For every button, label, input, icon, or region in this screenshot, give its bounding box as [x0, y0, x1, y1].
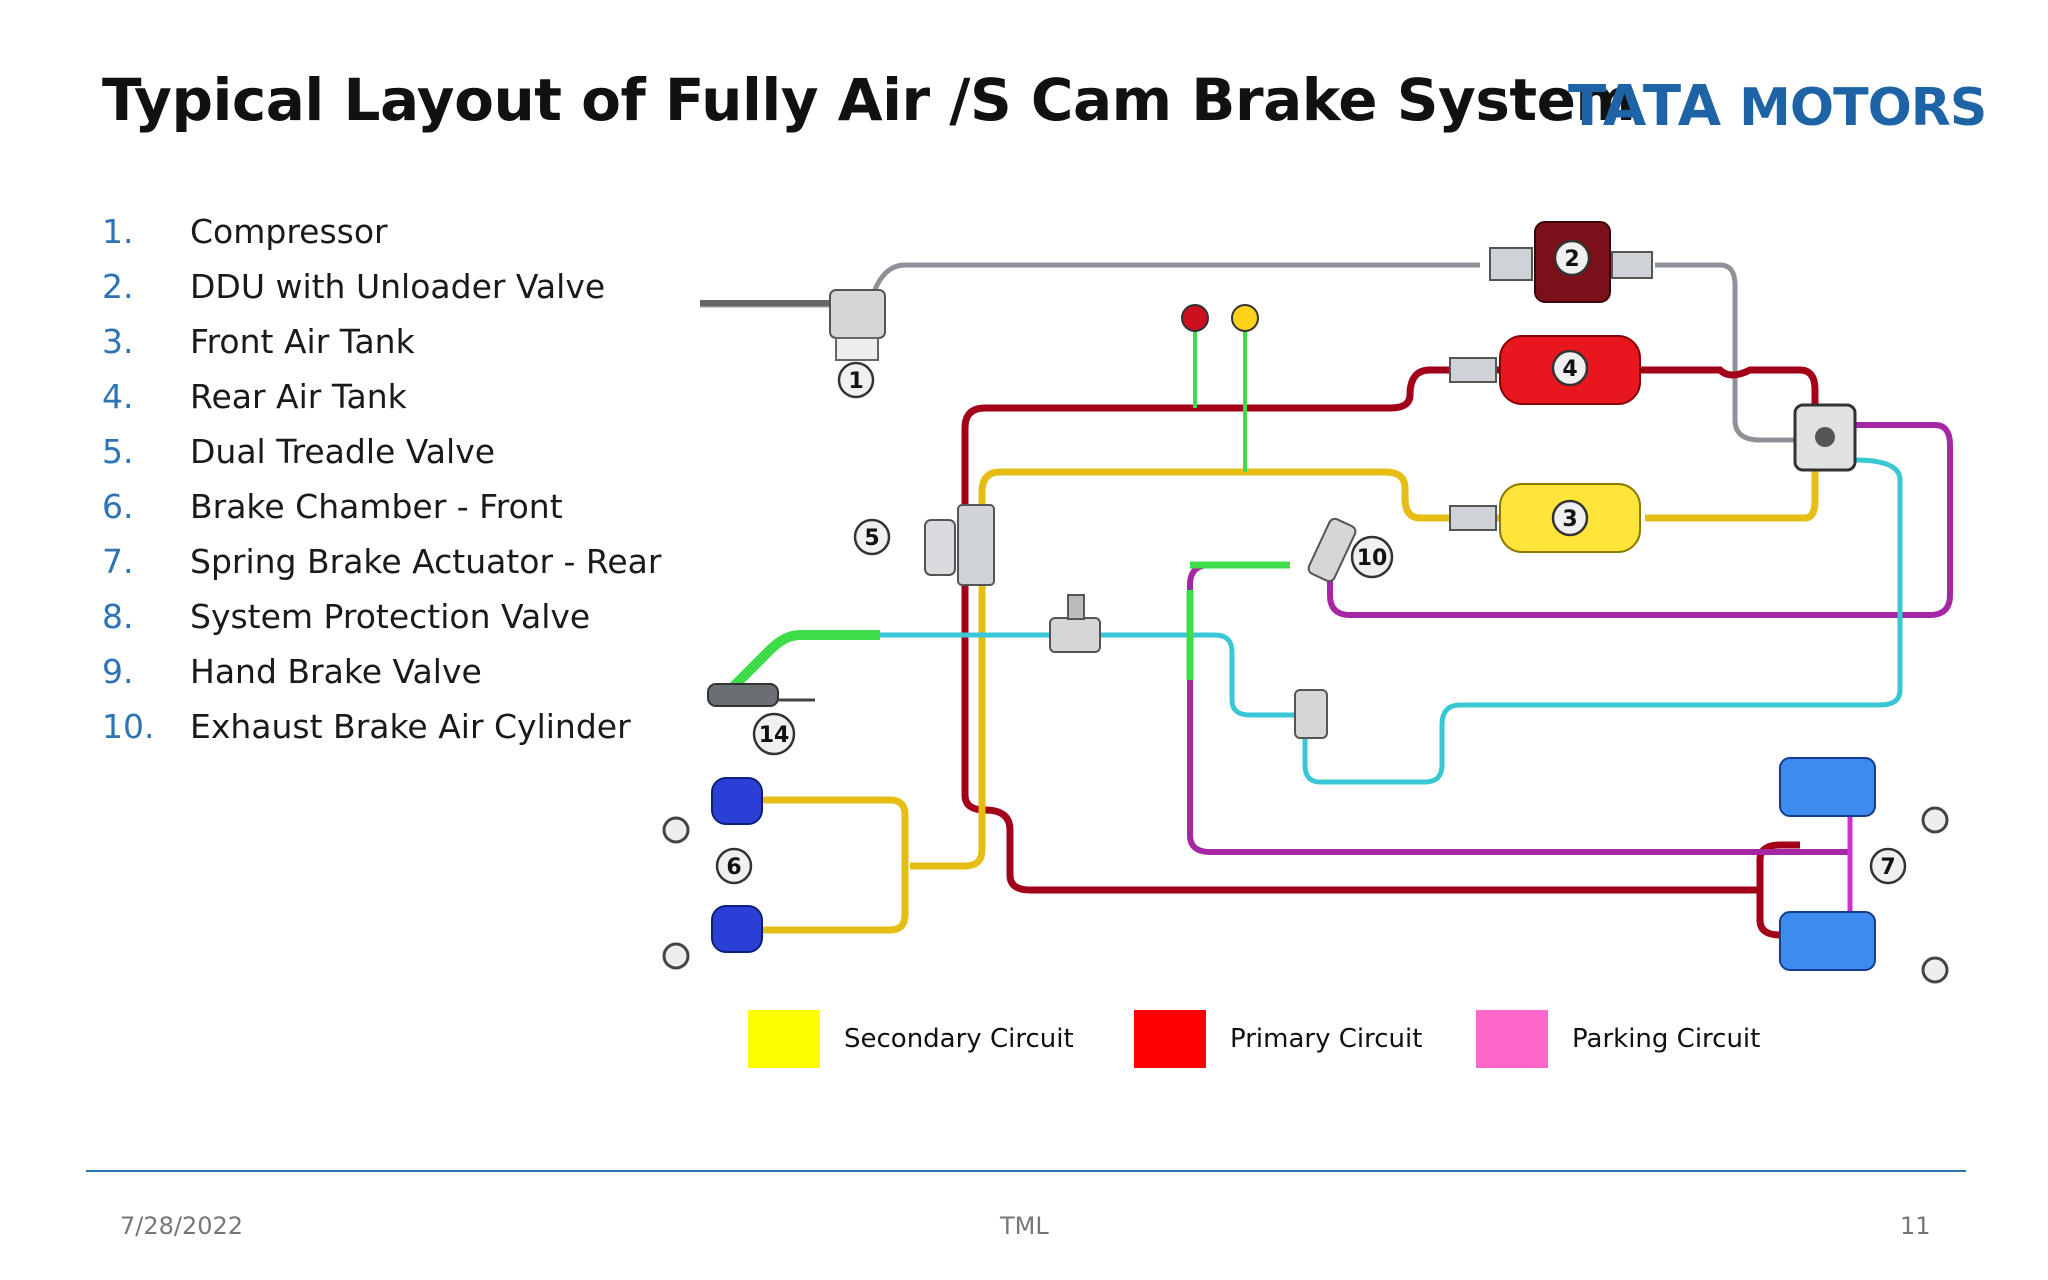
component-list: 1. Compressor 2. DDU with Unloader Valve 3…: [102, 208, 661, 758]
supply-line-out: [1655, 262, 1795, 443]
component-number: 1.: [102, 212, 134, 251]
component-number: 6.: [102, 487, 134, 526]
front-air-tank: [1449, 483, 1641, 553]
secondary-line: [910, 468, 1505, 870]
cyan-line: [1302, 457, 1903, 785]
legend-secondary: Secondary Circuit: [748, 1010, 1074, 1068]
component-item: 3. Front Air Tank: [102, 318, 661, 373]
supply-line: [700, 262, 1480, 308]
parking-line-b: [1187, 562, 1850, 855]
hand-lever: [707, 683, 815, 707]
svg-text:3: 3: [1562, 507, 1577, 532]
component-label: Spring Brake Actuator - Rear: [190, 542, 662, 581]
svg-text:2: 2: [1564, 247, 1579, 272]
svg-text:6: 6: [726, 855, 741, 880]
component-label: System Protection Valve: [190, 597, 591, 636]
relay-valve: [1294, 689, 1328, 739]
cyan-line-mid: [880, 632, 1295, 718]
dual-treadle-valve: [924, 504, 995, 586]
component-label: Brake Chamber - Front: [190, 487, 563, 526]
svg-text:7: 7: [1880, 855, 1895, 880]
front-brake-chamber-bottom: [662, 905, 763, 970]
primary-line: [961, 366, 1760, 894]
badge-1: 1: [837, 361, 875, 399]
component-item: 10. Exhaust Brake Air Cylinder: [102, 703, 661, 758]
pressure-gauge-yellow: [1231, 304, 1259, 332]
component-item: 4. Rear Air Tank: [102, 373, 661, 428]
component-item: 5. Dual Treadle Valve: [102, 428, 661, 483]
svg-text:1: 1: [848, 369, 863, 394]
badge-4: 4: [1551, 349, 1589, 387]
logo-text-tata: TATA: [1568, 74, 1723, 139]
page-number: 11: [1900, 1212, 1931, 1240]
legend-label-parking: Parking Circuit: [1572, 1024, 1761, 1054]
component-number: 4.: [102, 377, 134, 416]
front-brake-chamber-top: [662, 777, 763, 844]
svg-text:10: 10: [1357, 546, 1388, 571]
component-number: 3.: [102, 322, 134, 361]
badge-7: 7: [1869, 847, 1907, 885]
component-item: 7. Spring Brake Actuator - Rear: [102, 538, 661, 593]
logo-text-motors: MOTORS: [1722, 78, 1987, 138]
svg-text:4: 4: [1562, 357, 1577, 382]
component-number: 7.: [102, 542, 134, 581]
slide-title: Typical Layout of Fully Air /S Cam Brake…: [102, 66, 1636, 134]
component-label: Hand Brake Valve: [190, 652, 482, 691]
badge-6: 6: [715, 847, 753, 885]
component-label: Compressor: [190, 212, 388, 251]
component-number: 10.: [102, 707, 155, 746]
secondary-line-front: [760, 796, 909, 934]
compressor: [700, 289, 886, 361]
legend-primary: Primary Circuit: [1134, 1010, 1422, 1068]
badge-5: 5: [853, 518, 891, 556]
component-item: 8. System Protection Valve: [102, 593, 661, 648]
primary-line-rear-tank: [1640, 366, 1819, 420]
secondary-line-front-tank: [1645, 460, 1819, 522]
brake-system-diagram: 1 2 3 4 5 6 7 10 14: [662, 221, 1953, 984]
exhaust-line: [1186, 561, 1290, 680]
tata-motors-logo: TATA MOTORS: [1568, 74, 1987, 139]
pressure-gauge-red: [1181, 304, 1209, 332]
legend-swatch-primary: [1134, 1010, 1206, 1068]
hand-brake-line: [726, 630, 880, 694]
gauge-line: [1193, 325, 1247, 472]
legend-swatch-secondary: [748, 1010, 820, 1068]
svg-text:5: 5: [864, 526, 879, 551]
component-label: Front Air Tank: [190, 322, 415, 361]
legend-swatch-parking: [1476, 1010, 1548, 1068]
hand-brake-valve: [1049, 594, 1101, 653]
svg-text:14: 14: [759, 723, 790, 748]
component-label: Dual Treadle Valve: [190, 432, 496, 471]
rear-air-tank: [1449, 335, 1641, 405]
footer-center: TML: [1000, 1212, 1049, 1240]
component-item: 6. Brake Chamber - Front: [102, 483, 661, 538]
rear-spring-brake-actuator-top: [1779, 757, 1949, 834]
system-protection-valve: [1793, 403, 1857, 472]
legend-parking: Parking Circuit: [1476, 1010, 1760, 1068]
component-number: 9.: [102, 652, 134, 691]
component-label: Rear Air Tank: [190, 377, 407, 416]
badge-14: 14: [752, 712, 796, 756]
badge-10: 10: [1350, 535, 1394, 579]
legend-label-primary: Primary Circuit: [1230, 1024, 1423, 1054]
component-item: 9. Hand Brake Valve: [102, 648, 661, 703]
component-item: 2. DDU with Unloader Valve: [102, 263, 661, 318]
footer-date: 7/28/2022: [120, 1212, 244, 1240]
rear-spring-brake-actuator-bottom: [1779, 911, 1949, 984]
badge-2: 2: [1553, 239, 1591, 277]
component-number: 2.: [102, 267, 134, 306]
footer-divider: [86, 1170, 1966, 1172]
exhaust-brake-air-cylinder: [1307, 517, 1357, 583]
component-number: 8.: [102, 597, 134, 636]
component-item: 1. Compressor: [102, 208, 661, 263]
badge-3: 3: [1551, 499, 1589, 537]
component-number: 5.: [102, 432, 134, 471]
component-label: DDU with Unloader Valve: [190, 267, 606, 306]
component-label: Exhaust Brake Air Cylinder: [190, 707, 631, 746]
legend-label-secondary: Secondary Circuit: [844, 1024, 1074, 1054]
parking-line-a: [1327, 422, 1953, 618]
